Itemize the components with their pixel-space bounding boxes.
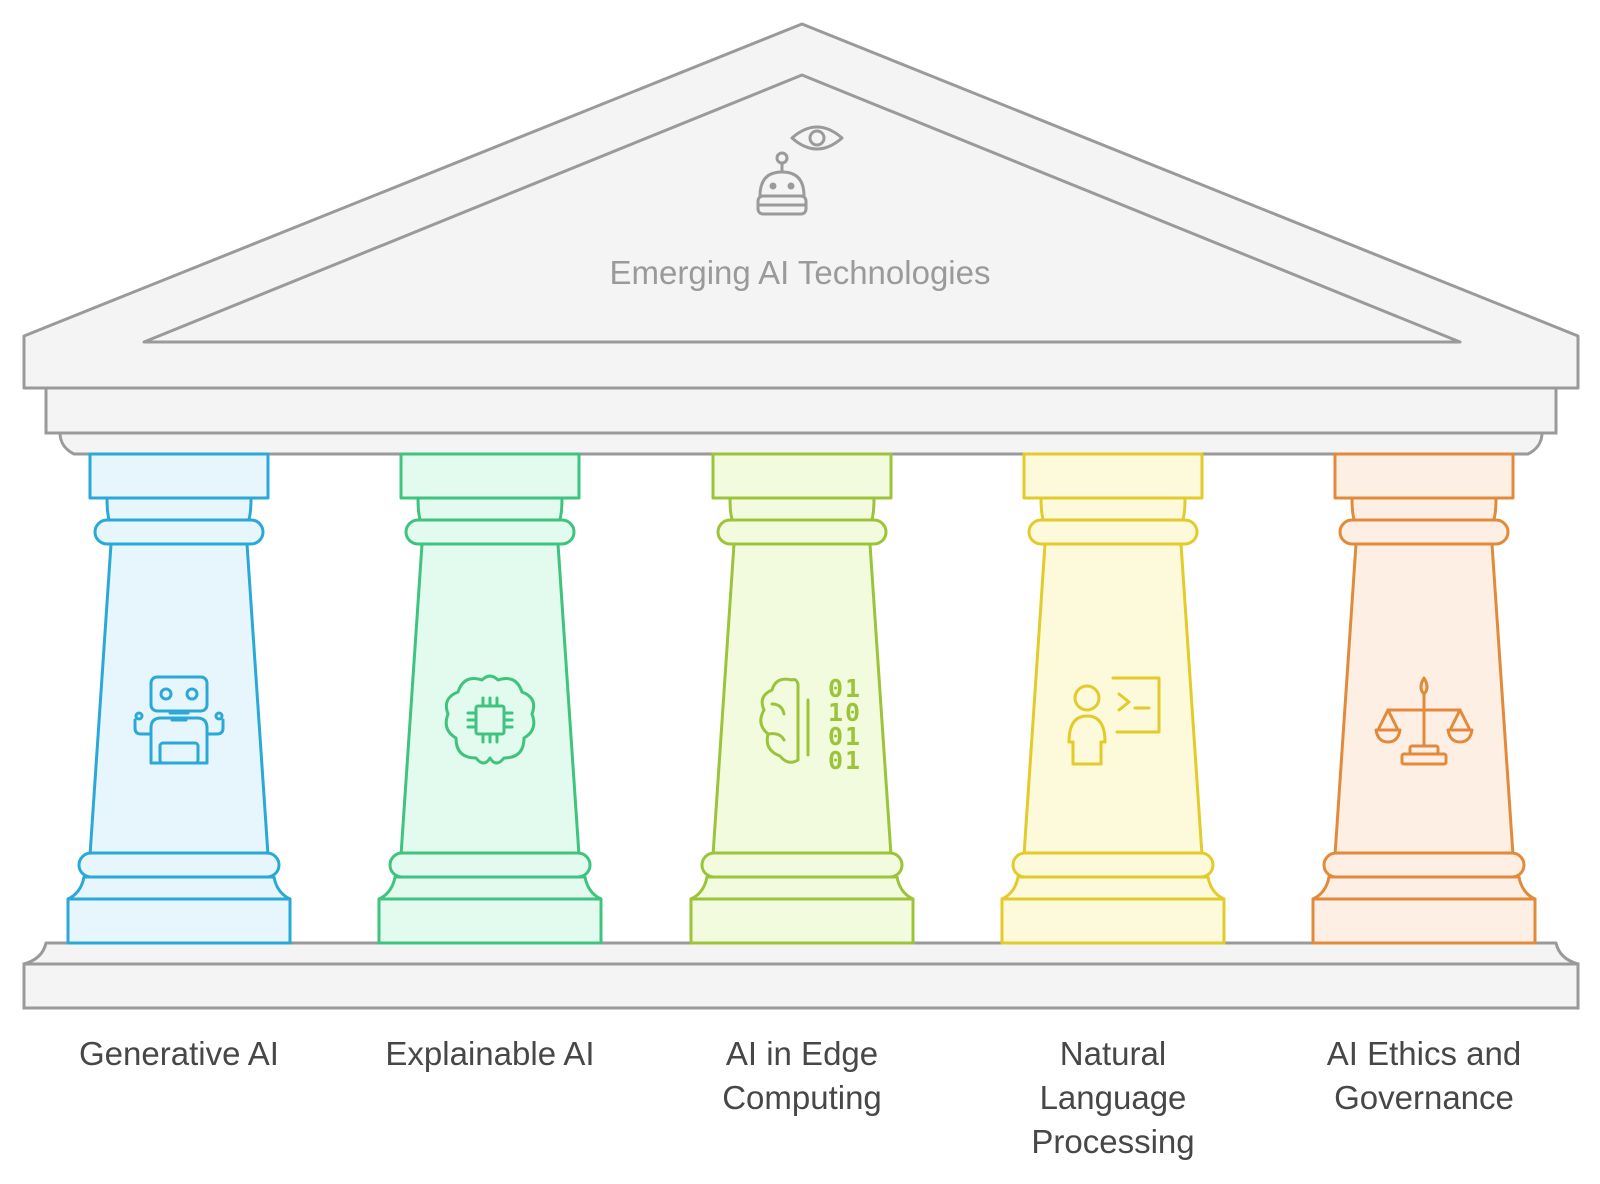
pillar-4 — [1000, 452, 1226, 945]
pillar-shaft — [711, 542, 893, 857]
robot-icon — [133, 675, 225, 765]
pediment-inner — [142, 73, 1462, 344]
pillar-base-flare — [66, 875, 292, 901]
pillar-top-ring — [1027, 518, 1199, 546]
pillar-base-flare — [1311, 875, 1537, 901]
pillar-bottom-ring — [1322, 851, 1526, 879]
person-terminal-icon — [1067, 676, 1161, 766]
pillar-base-flare — [377, 875, 603, 901]
pillar-label-4: Natural Language Processing — [1031, 1035, 1195, 1160]
pillar-label-1: Generative AI — [79, 1035, 279, 1072]
svg-text:01: 01 — [828, 746, 862, 775]
base-lip — [22, 941, 1580, 966]
base-slab — [22, 962, 1580, 1010]
pillar-2 — [377, 452, 603, 945]
pillar-bottom-ring — [700, 851, 904, 879]
pillar-label-2: Explainable AI — [385, 1035, 595, 1072]
pillar-plinth — [689, 897, 915, 945]
pillar-capital — [711, 452, 893, 500]
pillar-capital — [1022, 452, 1204, 500]
brain-chip-icon — [444, 674, 536, 765]
pillar-top-ring — [716, 518, 888, 546]
pillar-label-5: AI Ethics and Governance — [1326, 1035, 1522, 1116]
diagram-title: Emerging AI Technologies — [609, 254, 991, 291]
pillar-capital — [1333, 452, 1515, 500]
pillar-shaft — [88, 542, 270, 857]
pillar-plinth — [66, 897, 292, 945]
pillar-shaft — [1022, 542, 1204, 857]
pillar-5 — [1311, 452, 1537, 945]
pillar-1 — [66, 452, 292, 945]
pillar-top-ring — [93, 518, 265, 546]
pillar-base-flare — [689, 875, 915, 901]
robot-eye-icon — [756, 125, 844, 216]
pillar-bottom-ring — [388, 851, 592, 879]
pillar-base-flare — [1000, 875, 1226, 901]
pillar-plinth — [1311, 897, 1537, 945]
pillar-label-3: AI in Edge Computing — [722, 1035, 882, 1116]
pillar-capital — [399, 452, 581, 500]
svg-text:01: 01 — [828, 722, 862, 751]
pillar-plinth — [377, 897, 603, 945]
pillar-capital — [88, 452, 270, 500]
svg-text:01: 01 — [828, 674, 862, 703]
pillar-plinth — [1000, 897, 1226, 945]
pillar-top-ring — [1338, 518, 1510, 546]
pillar-bottom-ring — [77, 851, 281, 879]
pillar-top-ring — [404, 518, 576, 546]
architrave-lip — [58, 431, 1544, 456]
svg-text:10: 10 — [828, 698, 862, 727]
scales-icon — [1374, 676, 1474, 766]
architrave — [44, 386, 1558, 435]
pillar-bottom-ring — [1011, 851, 1215, 879]
